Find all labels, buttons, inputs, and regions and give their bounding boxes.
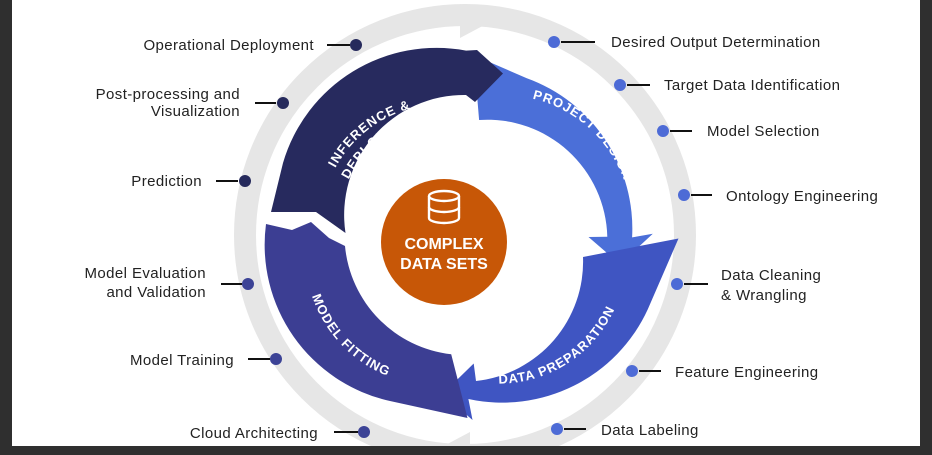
step-dot [350, 39, 362, 51]
step-model-training: Model Training [130, 352, 282, 369]
screenshot-edge-bottom [12, 446, 920, 455]
step-model-evaluation: Model Evaluation and Validation [85, 265, 254, 301]
step-dot [671, 278, 683, 290]
outer-ring-arrowhead-top [460, 4, 492, 38]
screenshot-edge-left [0, 0, 12, 455]
step-cloud-architecting: Cloud Architecting [190, 425, 370, 442]
step-dot [678, 189, 690, 201]
database-icon [427, 189, 461, 225]
step-label-line2: and Validation [106, 284, 206, 301]
step-ontology: Ontology Engineering [678, 188, 878, 205]
step-dot [270, 353, 282, 365]
step-label: Prediction [131, 173, 202, 190]
center-title-line1: COMPLEX [404, 236, 483, 253]
step-dot [657, 125, 669, 137]
step-label: Cloud Architecting [190, 425, 318, 442]
step-label: Ontology Engineering [726, 188, 878, 205]
step-data-cleaning: Data Cleaning & Wrangling [671, 267, 821, 304]
step-feature-engineering: Feature Engineering [626, 364, 819, 381]
step-label: Model Training [130, 352, 234, 369]
center-hub [381, 179, 507, 305]
step-label-line2: & Wrangling [721, 287, 807, 304]
step-dot [277, 97, 289, 109]
step-label: Data Labeling [601, 422, 699, 439]
step-dot [242, 278, 254, 290]
step-desired-output: Desired Output Determination [548, 34, 821, 51]
step-model-selection: Model Selection [657, 123, 820, 140]
step-dot [548, 36, 560, 48]
step-post-processing: Post-processing and Visualization [96, 86, 289, 120]
step-label: Model Selection [707, 123, 820, 140]
phase-arc-inference-deployment [271, 47, 503, 233]
step-dot [614, 79, 626, 91]
step-label: Desired Output Determination [611, 34, 821, 51]
step-label-line2: Visualization [151, 103, 240, 120]
center-title-line2: DATA SETS [400, 256, 488, 273]
step-dot [239, 175, 251, 187]
step-target-data: Target Data Identification [614, 77, 840, 94]
step-label: Operational Deployment [143, 37, 314, 54]
step-dot [358, 426, 370, 438]
step-label: Target Data Identification [664, 77, 840, 94]
step-label-line1: Post-processing and [96, 86, 240, 103]
phase-arc-project-design [473, 55, 653, 265]
step-operational-deployment: Operational Deployment [143, 37, 362, 54]
step-dot [551, 423, 563, 435]
step-dot [626, 365, 638, 377]
step-label-line1: Data Cleaning [721, 267, 821, 284]
screenshot-edge-right [920, 0, 932, 455]
phase-arc-data-preparation [442, 238, 679, 420]
step-label: Feature Engineering [675, 364, 819, 381]
phase-arc-model-fitting [264, 222, 468, 418]
step-label-line1: Model Evaluation [85, 265, 206, 282]
step-data-labeling: Data Labeling [551, 422, 699, 439]
step-prediction: Prediction [131, 173, 251, 190]
